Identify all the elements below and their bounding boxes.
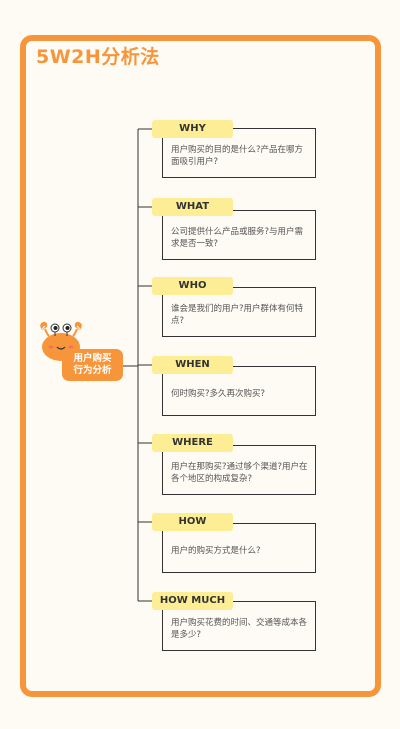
description-box-where: 用户在那购买?通过够个渠道?用户在各个地区的构成复杂?: [162, 445, 316, 495]
description-box-what: 公司提供什么产品或服务?与用户需求是否一致?: [162, 210, 316, 260]
description-box-why: 用户购买的目的是什么?产品在哪方面吸引用户?: [162, 128, 316, 178]
center-node-line2: 行为分析: [73, 365, 112, 376]
tag-why: WHY: [152, 120, 233, 138]
tag-where: WHERE: [152, 434, 233, 452]
description-box-how: 用户的购买方式是什么?: [162, 523, 316, 573]
page-title: 5W2H分析法: [36, 46, 160, 68]
center-node-line1: 用户购买: [73, 353, 112, 364]
tag-when: WHEN: [152, 356, 233, 374]
center-node: 用户购买 行为分析: [62, 349, 123, 381]
tag-what: WHAT: [152, 198, 233, 216]
description-box-who: 谁会是我们的用户?用户群体有何特点?: [162, 287, 316, 337]
tag-how: HOW: [152, 513, 233, 531]
description-box-when: 何时购买?多久再次购买?: [162, 366, 316, 416]
tag-who: WHO: [152, 277, 233, 295]
tag-how-much: HOW MUCH: [152, 592, 233, 610]
